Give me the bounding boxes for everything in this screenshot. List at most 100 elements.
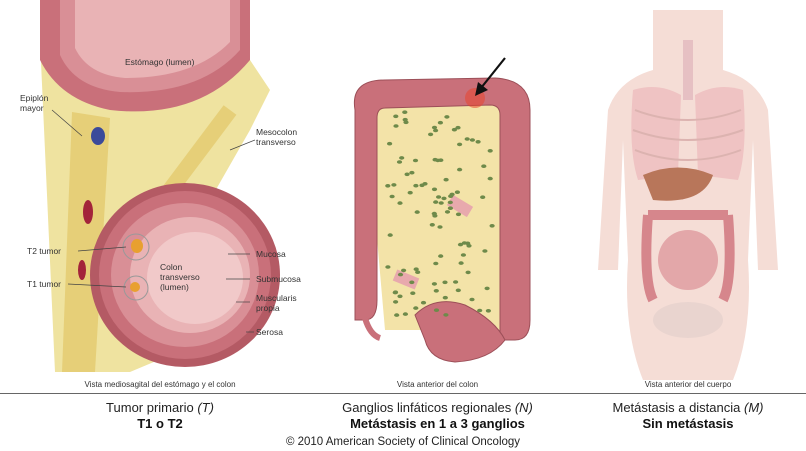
lymph-node (408, 191, 413, 195)
label-serosa: Serosa (256, 327, 283, 337)
lymph-node (413, 159, 418, 163)
lymph-node (438, 121, 443, 125)
lymph-node (397, 160, 402, 164)
label-transverse-mesocolon: Mesocolon transverso (256, 127, 297, 147)
lymph-node (403, 118, 408, 122)
divider-line (0, 393, 806, 394)
label-muscularis-propia: Muscularis propia (256, 293, 297, 313)
lymph-node (410, 291, 415, 295)
caption-primary-tumor-value: T1 o T2 (30, 416, 290, 432)
lymph-node (414, 267, 419, 271)
lymph-node (397, 295, 402, 299)
caption-primary-tumor-code: (T) (197, 400, 214, 415)
label-mucosa: Mucosa (256, 249, 286, 259)
lymph-node (433, 129, 438, 133)
lymph-node (433, 262, 438, 266)
lymph-node (482, 249, 487, 253)
lymph-node (437, 225, 442, 229)
caption-lymph-nodes: Ganglios linfáticos regionales (N) Metás… (305, 400, 570, 432)
caption-distant-metastasis-value: Sin metástasis (583, 416, 793, 432)
lymph-node (477, 309, 482, 313)
lymph-node (393, 115, 398, 119)
lymph-node (432, 126, 437, 130)
lymph-node (445, 210, 450, 214)
lymph-node (453, 280, 458, 284)
lymph-node (480, 195, 485, 199)
body-panel (583, 0, 793, 380)
lymph-node (421, 301, 426, 305)
label-t1-tumor: T1 tumor (27, 279, 61, 289)
label-colon-lumen: Colon transverso (lumen) (160, 262, 200, 292)
lymph-node (432, 282, 437, 286)
lymph-node (448, 206, 453, 210)
lymph-node (461, 253, 466, 257)
lymph-node (393, 291, 398, 295)
lymph-node (419, 184, 424, 188)
lymph-node (435, 159, 440, 163)
lymph-node (387, 142, 392, 146)
lymph-nodes-layer (325, 0, 550, 380)
label-submucosa: Submucosa (256, 274, 301, 284)
lymph-node (390, 195, 395, 199)
view-label-colon: Vista anterior del colon (325, 380, 550, 389)
view-label-body: Vista anterior del cuerpo (583, 380, 793, 389)
lymph-node (403, 312, 408, 316)
lymph-node (436, 195, 441, 199)
lymph-node (402, 110, 407, 114)
lymph-node (485, 287, 490, 291)
lymph-node (476, 140, 481, 144)
lymph-node (438, 254, 443, 258)
lymph-node (439, 201, 444, 205)
caption-distant-metastasis: Metástasis a distancia (M) Sin metástasi… (583, 400, 793, 432)
lymph-node (456, 289, 461, 293)
lymph-node (466, 271, 471, 275)
body-illustration (583, 0, 793, 380)
lymph-node (442, 281, 447, 285)
label-stomach-lumen: Estómago (lumen) (125, 57, 194, 67)
caption-lymph-nodes-code: (N) (515, 400, 533, 415)
lymph-node (397, 201, 402, 205)
lymph-node (481, 164, 486, 168)
lymph-node (399, 156, 404, 160)
lymph-node (441, 197, 446, 201)
lymph-node (488, 177, 493, 181)
lymph-node (462, 241, 467, 245)
lymph-node (459, 261, 464, 265)
label-t2-tumor: T2 tumor (27, 246, 61, 256)
lymph-node (413, 184, 418, 188)
lymph-node (444, 115, 449, 119)
lymph-node (428, 133, 433, 137)
lymph-node (409, 171, 414, 175)
caption-primary-tumor: Tumor primario (T) T1 o T2 (30, 400, 290, 432)
lymph-node (388, 233, 393, 237)
lymph-node (450, 193, 455, 197)
lymph-node (448, 201, 453, 205)
lymph-node (385, 184, 390, 188)
lymph-node (456, 213, 461, 217)
lymph-node (444, 178, 449, 182)
lymph-node (455, 190, 460, 194)
lymph-node (393, 300, 398, 304)
caption-lymph-nodes-title: Ganglios linfáticos regionales (342, 400, 511, 415)
lymph-node (434, 289, 439, 293)
caption-lymph-nodes-value: Metástasis en 1 a 3 ganglios (305, 416, 570, 432)
lymph-node (415, 210, 420, 214)
view-label-stomach: Vista mediosagital del estómago y el col… (30, 380, 290, 389)
lymph-node (430, 223, 435, 227)
lymph-node (413, 306, 418, 310)
lymph-node (432, 212, 437, 216)
lymph-node (393, 124, 398, 128)
lymph-node (488, 149, 493, 153)
caption-primary-tumor-title: Tumor primario (106, 400, 194, 415)
lymph-node (452, 128, 457, 132)
colon-panel (325, 0, 550, 380)
lymph-node (433, 200, 438, 204)
lymph-node (434, 308, 439, 312)
lymph-node (409, 281, 414, 285)
copyright-notice: © 2010 American Society of Clinical Onco… (0, 436, 806, 448)
lymph-node (391, 183, 396, 187)
caption-distant-metastasis-code: (M) (744, 400, 764, 415)
lymph-node (443, 296, 448, 300)
lymph-node (465, 137, 470, 141)
lymph-node (405, 173, 410, 177)
